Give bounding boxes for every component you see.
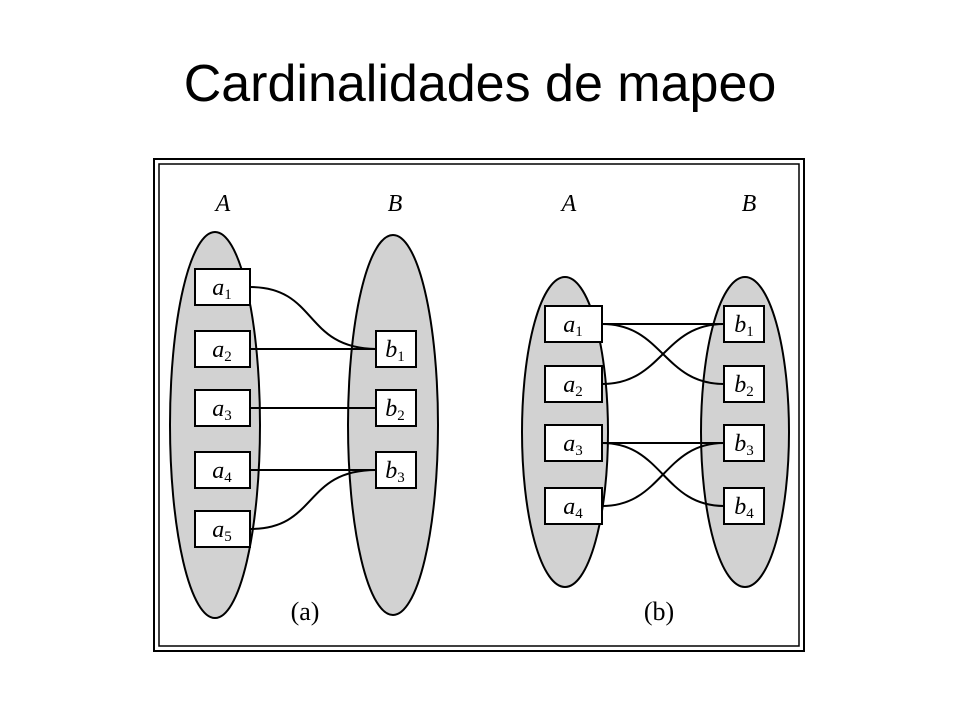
svg-text:a3: a3 bbox=[563, 431, 583, 459]
slide-title: Cardinalidades de mapeo bbox=[183, 55, 777, 113]
svg-text:a1: a1 bbox=[563, 312, 583, 340]
diagram-b-element-a3: a3 bbox=[544, 424, 603, 462]
diagram-a-set-a-label: A bbox=[214, 191, 231, 217]
svg-text:a1: a1 bbox=[212, 275, 232, 303]
diagram-b-element-a2: a2 bbox=[544, 365, 603, 403]
svg-text:a5: a5 bbox=[212, 517, 232, 545]
diagram-a-element-b1: b1 bbox=[375, 330, 417, 368]
figure-inner-frame bbox=[158, 163, 800, 647]
diagram-b-element-b3: b3 bbox=[723, 424, 765, 462]
diagram-b-element-b1: b1 bbox=[723, 305, 765, 343]
diagram-a-element-a4: a4 bbox=[194, 451, 251, 489]
connector-a5-b3 bbox=[249, 469, 377, 530]
svg-text:b4: b4 bbox=[734, 494, 754, 522]
svg-text:b2: b2 bbox=[734, 372, 754, 400]
svg-text:b3: b3 bbox=[385, 458, 405, 486]
diagram-b-element-b4: b4 bbox=[723, 487, 765, 525]
svg-text:a3: a3 bbox=[212, 396, 232, 424]
diagram-b-caption: (b) bbox=[644, 597, 674, 626]
diagram-a-element-a3: a3 bbox=[194, 389, 251, 427]
diagram-b-element-a4: a4 bbox=[544, 487, 603, 525]
mapping-cardinality-figure: A B a1 a2 a3 a4 a5 bbox=[153, 158, 805, 652]
diagram-a-element-b3: b3 bbox=[375, 451, 417, 489]
diagram-b-element-b2: b2 bbox=[723, 365, 765, 403]
svg-text:b1: b1 bbox=[734, 312, 754, 340]
svg-text:a4: a4 bbox=[212, 458, 232, 486]
svg-text:b3: b3 bbox=[734, 431, 754, 459]
svg-text:a2: a2 bbox=[212, 337, 232, 365]
svg-text:b1: b1 bbox=[385, 337, 405, 365]
diagram-a-element-a5: a5 bbox=[194, 510, 251, 548]
connector-a1-b1 bbox=[249, 286, 377, 350]
diagram-a-element-b2: b2 bbox=[375, 389, 417, 427]
svg-text:b2: b2 bbox=[385, 396, 405, 424]
connector-a4-b3 bbox=[601, 442, 725, 507]
diagram-a-set-b-label: B bbox=[388, 191, 403, 217]
diagram-a-connectors bbox=[249, 286, 377, 530]
diagram-b-connectors bbox=[601, 323, 725, 507]
connector-a2-b1 bbox=[601, 323, 725, 385]
diagram-b-element-a1: a1 bbox=[544, 305, 603, 343]
diagram-a-element-a1: a1 bbox=[194, 268, 251, 306]
diagram-a-caption: (a) bbox=[291, 597, 320, 626]
diagram-b: A B a1 a2 a3 a4 b1 bbox=[521, 191, 790, 626]
figure-outer-frame bbox=[153, 158, 805, 652]
diagram-b-set-a-label: A bbox=[560, 191, 577, 217]
diagram-a: A B a1 a2 a3 a4 a5 bbox=[169, 191, 439, 626]
svg-text:a4: a4 bbox=[563, 494, 583, 522]
diagram-a-element-a2: a2 bbox=[194, 330, 251, 368]
diagram-b-set-b-label: B bbox=[742, 191, 757, 217]
svg-text:a2: a2 bbox=[563, 372, 583, 400]
